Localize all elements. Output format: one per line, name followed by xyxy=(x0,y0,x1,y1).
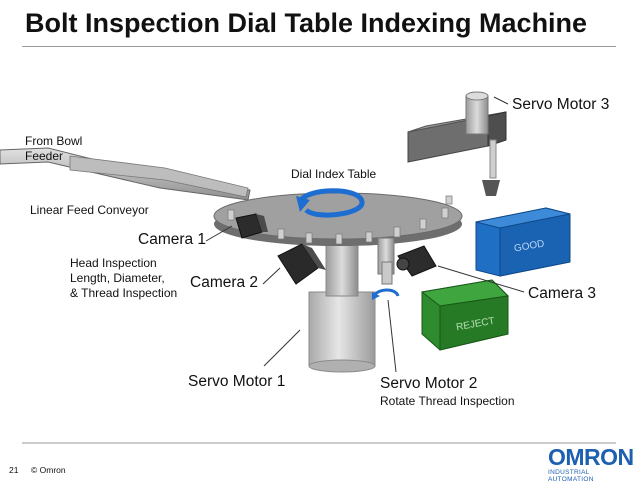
linear-feed-conveyor-label: Linear Feed Conveyor xyxy=(30,203,149,217)
camera-1-body xyxy=(235,213,268,239)
servo-motor-1-label: Servo Motor 1 xyxy=(188,373,286,390)
good-bin xyxy=(475,207,571,277)
dial-index-table-label: Dial Index Table xyxy=(291,167,377,181)
servo-motor-2-body xyxy=(372,237,400,300)
reject-bin xyxy=(420,279,510,351)
head-inspection-label-line2: Length, Diameter, xyxy=(70,271,165,285)
from-bowl-label-line2: Feeder xyxy=(25,149,64,163)
title-divider xyxy=(22,46,616,47)
servo-motor-3-label: Servo Motor 3 xyxy=(512,96,610,113)
rotate-thread-inspection-label: Rotate Thread Inspection xyxy=(380,394,515,408)
camera-3-label: Camera 3 xyxy=(528,285,597,302)
page-number: 21 xyxy=(9,465,19,475)
camera-1-label: Camera 1 xyxy=(138,231,207,248)
head-inspection-label-line3: & Thread Inspection xyxy=(70,286,178,300)
servo-motor-2-label: Servo Motor 2 xyxy=(380,375,478,392)
page-title: Bolt Inspection Dial Table Indexing Mach… xyxy=(25,8,588,38)
leader-lines xyxy=(205,96,525,373)
logo-wordmark: OMRON xyxy=(548,444,634,470)
servo-motor-3-assembly xyxy=(407,91,507,196)
servo-motor-1-column xyxy=(308,237,376,373)
linear-feed-conveyor xyxy=(0,147,251,201)
copyright: © Omron xyxy=(31,465,66,475)
camera-2-label: Camera 2 xyxy=(190,274,259,291)
logo-tagline: INDUSTRIAL AUTOMATION xyxy=(548,469,594,483)
from-bowl-label-line1: From Bowl xyxy=(25,134,83,148)
camera-3-body xyxy=(396,245,437,277)
omron-logo: OMRON INDUSTRIAL AUTOMATION xyxy=(548,444,634,483)
dial-index-table xyxy=(213,188,463,246)
head-inspection-label-line1: Head Inspection xyxy=(70,256,157,270)
camera-2-body xyxy=(277,243,326,285)
